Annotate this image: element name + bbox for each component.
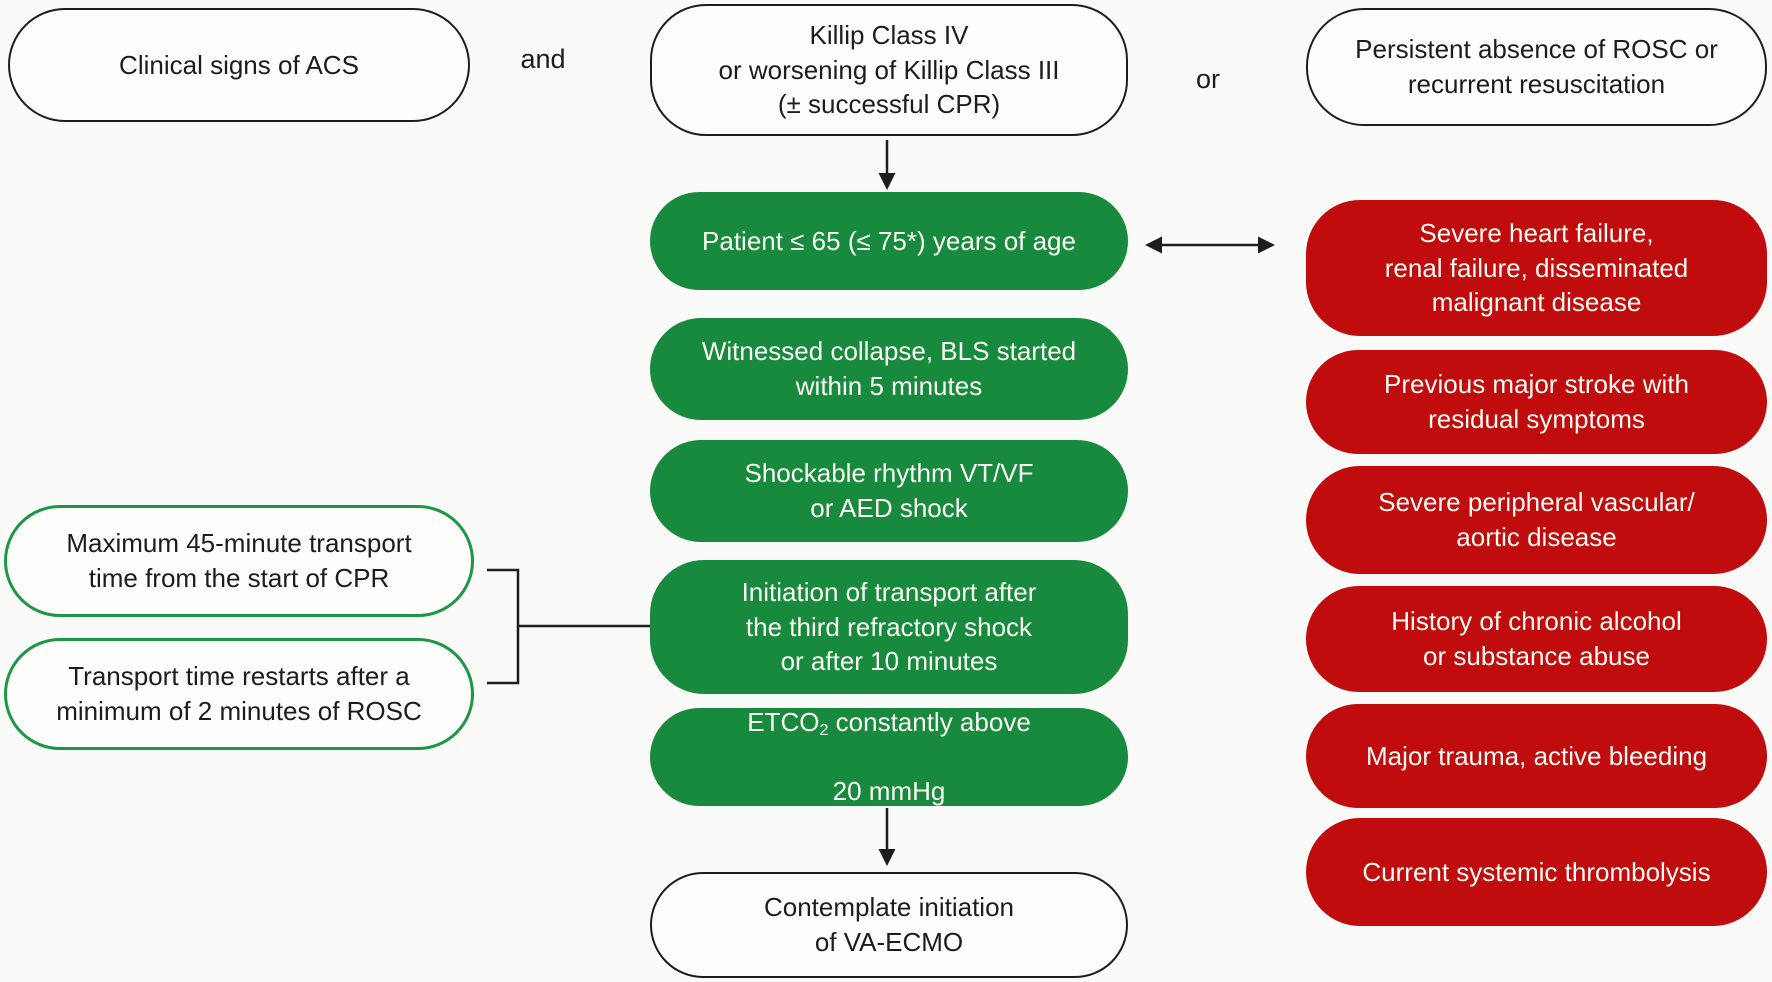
exclusion-criterion-vascular-disease-text: Severe peripheral vascular/ aortic disea…	[1378, 487, 1695, 552]
exclusion-criterion-vascular-disease: Severe peripheral vascular/ aortic disea…	[1306, 466, 1767, 574]
inclusion-criterion-age: Patient ≤ 65 (≤ 75*) years of age	[650, 192, 1128, 290]
bidirectional-arrow	[1145, 236, 1275, 254]
etco2-line1: ETCO2 constantly above	[747, 705, 1031, 740]
etco2-prefix: ETCO	[747, 707, 820, 738]
etco2-subscript: 2	[819, 720, 829, 739]
exclusion-criterion-organ-failure: Severe heart failure, renal failure, dis…	[1306, 200, 1767, 336]
bracket-connector	[487, 568, 651, 685]
and-connector-label: and	[520, 43, 566, 74]
rosc-absence-text: Persistent absence of ROSC or recurrent …	[1355, 34, 1718, 99]
rosc-absence-pill: Persistent absence of ROSC or recurrent …	[1306, 8, 1767, 126]
outcome-text: Contemplate initiation of VA-ECMO	[763, 892, 1015, 957]
killip-class-pill: Killip Class IV or worsening of Killip C…	[650, 4, 1128, 136]
etco2-line2: 20 mmHg	[832, 776, 946, 807]
exclusion-criterion-thrombolysis: Current systemic thrombolysis	[1306, 818, 1767, 926]
clinical-signs-acs-pill: Clinical signs of ACS	[8, 8, 470, 122]
inclusion-criterion-shockable-rhythm: Shockable rhythm VT/VF or AED shock	[650, 440, 1128, 542]
exclusion-criterion-trauma-bleeding-text: Major trauma, active bleeding	[1365, 740, 1708, 771]
transport-note-max-time: Maximum 45-minute transport time from th…	[4, 505, 474, 617]
exclusion-criterion-trauma-bleeding: Major trauma, active bleeding	[1306, 704, 1767, 808]
transport-note-max-time-text: Maximum 45-minute transport time from th…	[66, 528, 412, 593]
transport-note-restart-text: Transport time restarts after a minimum …	[56, 661, 422, 726]
inclusion-criterion-shockable-rhythm-text: Shockable rhythm VT/VF or AED shock	[744, 458, 1034, 523]
outcome-pill: Contemplate initiation of VA-ECMO	[650, 872, 1128, 978]
exclusion-criterion-stroke-text: Previous major stroke with residual symp…	[1384, 369, 1689, 434]
transport-note-restart: Transport time restarts after a minimum …	[4, 638, 474, 750]
inclusion-criterion-age-text: Patient ≤ 65 (≤ 75*) years of age	[702, 225, 1076, 256]
inclusion-criterion-transport-initiation-text: Initiation of transport after the third …	[741, 577, 1037, 677]
inclusion-criterion-etco2-text: ETCO2 constantly above 20 mmHg	[733, 671, 1045, 844]
down-arrow-top	[878, 140, 896, 190]
inclusion-criterion-transport-initiation: Initiation of transport after the third …	[650, 560, 1128, 694]
exclusion-criterion-stroke: Previous major stroke with residual symp…	[1306, 350, 1767, 454]
clinical-signs-acs-text: Clinical signs of ACS	[119, 49, 359, 80]
inclusion-criterion-etco2: ETCO2 constantly above 20 mmHg	[650, 707, 1128, 806]
inclusion-criterion-witnessed-collapse: Witnessed collapse, BLS started within 5…	[650, 318, 1128, 420]
etco2-suffix: constantly above	[828, 707, 1031, 738]
inclusion-criterion-witnessed-collapse-text: Witnessed collapse, BLS started within 5…	[701, 336, 1077, 401]
exclusion-criterion-organ-failure-text: Severe heart failure, renal failure, dis…	[1384, 218, 1689, 318]
or-connector-label: or	[1195, 63, 1220, 94]
killip-class-text: Killip Class IV or worsening of Killip C…	[718, 20, 1060, 120]
exclusion-criterion-substance-abuse: History of chronic alcohol or substance …	[1306, 586, 1767, 692]
exclusion-criterion-substance-abuse-text: History of chronic alcohol or substance …	[1391, 606, 1682, 671]
exclusion-criterion-thrombolysis-text: Current systemic thrombolysis	[1362, 856, 1711, 887]
